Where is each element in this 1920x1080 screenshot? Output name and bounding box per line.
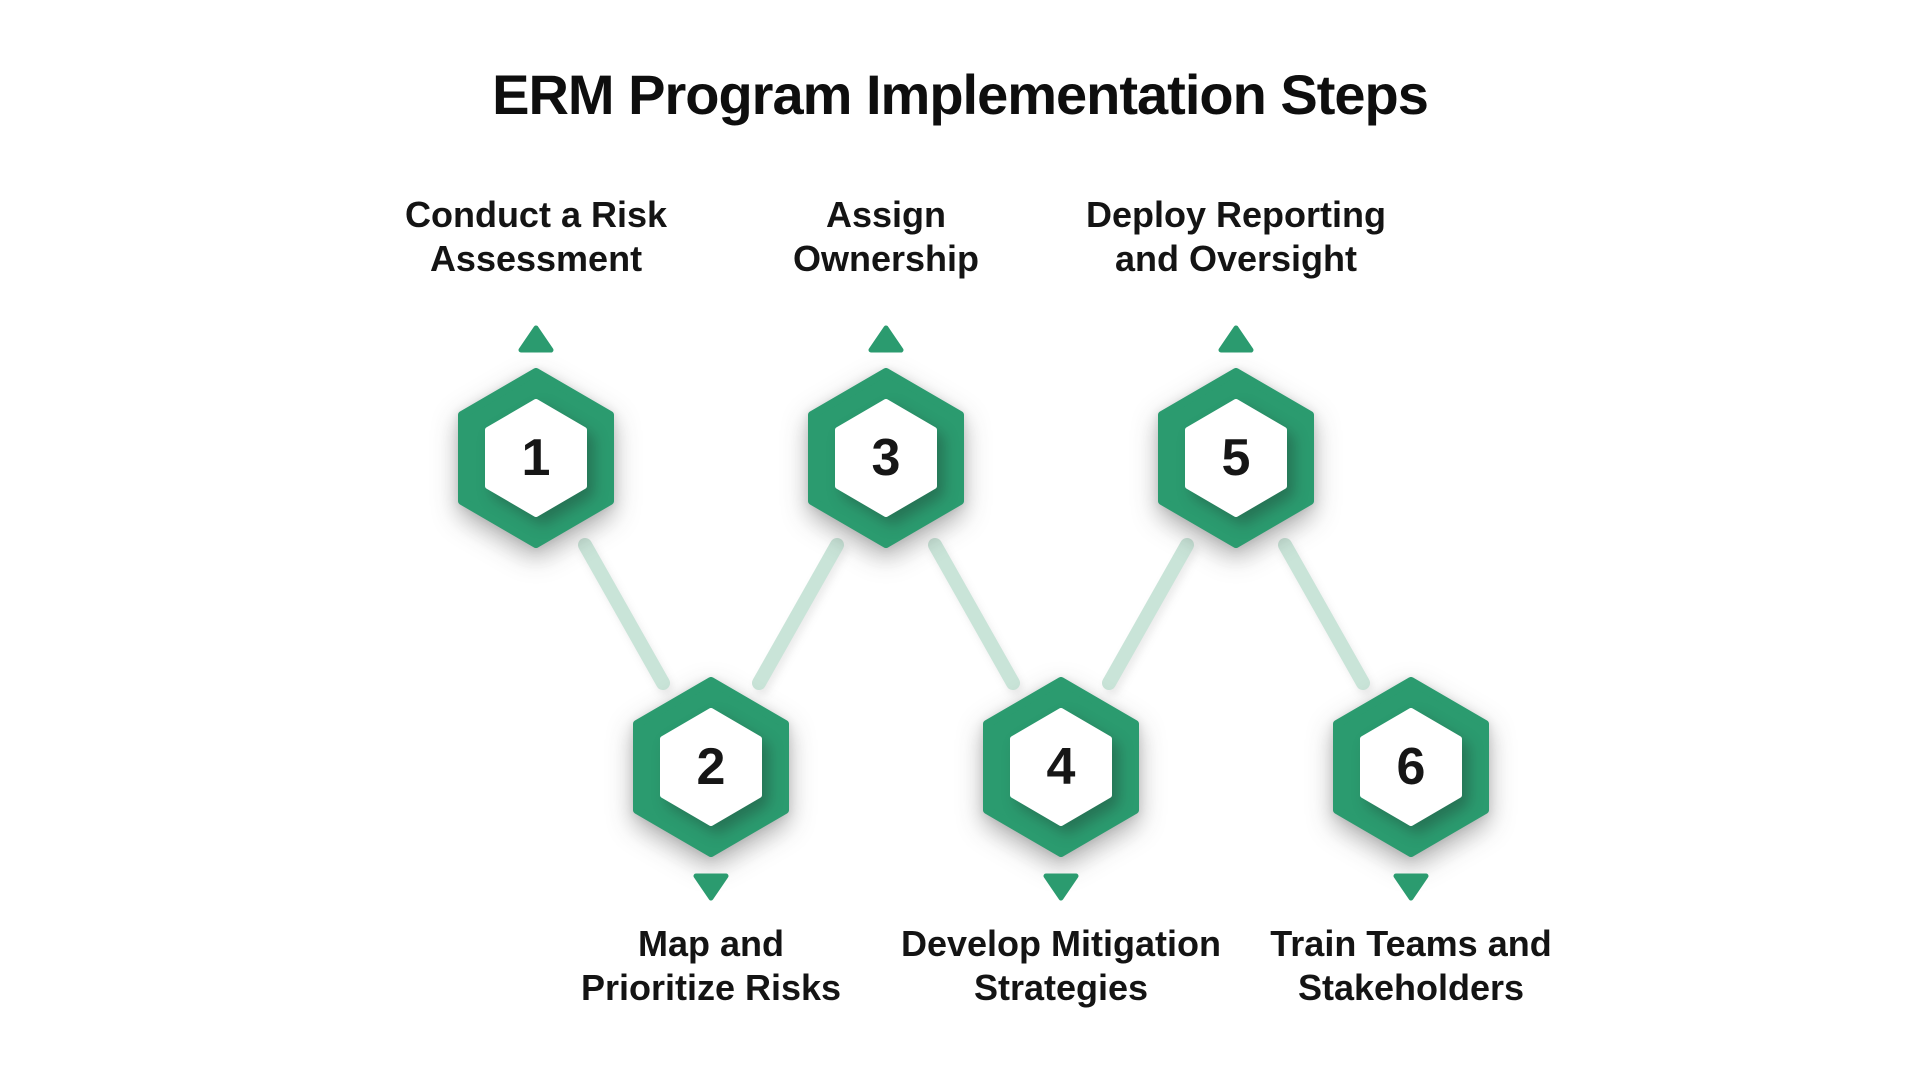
page-title: ERM Program Implementation Steps bbox=[492, 63, 1429, 126]
triangle-up-icon bbox=[868, 325, 904, 353]
hexagon-face bbox=[1010, 708, 1112, 826]
step-hexagon bbox=[1158, 368, 1314, 548]
step-number: 2 bbox=[696, 738, 726, 796]
step-label: Conduct a Risk Assessment bbox=[316, 193, 756, 281]
triangle-down-icon bbox=[693, 873, 729, 901]
step-number: 6 bbox=[1396, 738, 1426, 796]
step-label: Train Teams and Stakeholders bbox=[1191, 922, 1631, 1010]
connector-line-2-3 bbox=[752, 538, 844, 690]
step-label: Assign Ownership bbox=[666, 193, 1106, 281]
hexagon-face bbox=[660, 708, 762, 826]
step-hexagon bbox=[1333, 677, 1489, 857]
connector-line-3-4 bbox=[928, 538, 1020, 690]
hexagon-face bbox=[485, 399, 587, 517]
step-label-line: Prioritize Risks bbox=[580, 967, 842, 1008]
step-label-line: and Oversight bbox=[1114, 238, 1358, 279]
step-label-line: Stakeholders bbox=[1297, 967, 1525, 1008]
hexagon-face bbox=[1360, 708, 1462, 826]
triangle-up-icon bbox=[518, 325, 554, 353]
step-label-line: Assign bbox=[825, 194, 947, 235]
step-number: 3 bbox=[871, 429, 901, 487]
step-label-line: Assessment bbox=[429, 238, 643, 279]
step-number: 5 bbox=[1221, 429, 1251, 487]
step-number: 1 bbox=[521, 429, 551, 487]
step-label: Deploy Reporting and Oversight bbox=[1016, 193, 1456, 281]
triangle-down-icon bbox=[1043, 873, 1079, 901]
step-label-line: Train Teams and bbox=[1270, 923, 1552, 964]
step-hexagon bbox=[458, 368, 614, 548]
connector-line-4-5 bbox=[1102, 538, 1194, 690]
step-label: Map and Prioritize Risks bbox=[491, 922, 931, 1010]
step-number: 4 bbox=[1046, 738, 1076, 796]
step-label-line: Conduct a Risk bbox=[404, 194, 668, 235]
connector-line-1-2 bbox=[578, 538, 670, 690]
step-label-line: Deploy Reporting bbox=[1085, 194, 1386, 235]
step-label-line: Strategies bbox=[973, 967, 1149, 1008]
step-label-line: Develop Mitigation bbox=[900, 923, 1221, 964]
step-hexagon bbox=[808, 368, 964, 548]
step-label-line: Map and bbox=[637, 923, 784, 964]
hexagon-face bbox=[835, 399, 937, 517]
step-label-line: Ownership bbox=[792, 238, 980, 279]
step-hexagon bbox=[983, 677, 1139, 857]
step-label: Develop Mitigation Strategies bbox=[841, 922, 1281, 1010]
step-hexagon bbox=[633, 677, 789, 857]
triangle-down-icon bbox=[1393, 873, 1429, 901]
hexagon-face bbox=[1185, 399, 1287, 517]
triangle-up-icon bbox=[1218, 325, 1254, 353]
connector-line-5-6 bbox=[1278, 538, 1370, 690]
